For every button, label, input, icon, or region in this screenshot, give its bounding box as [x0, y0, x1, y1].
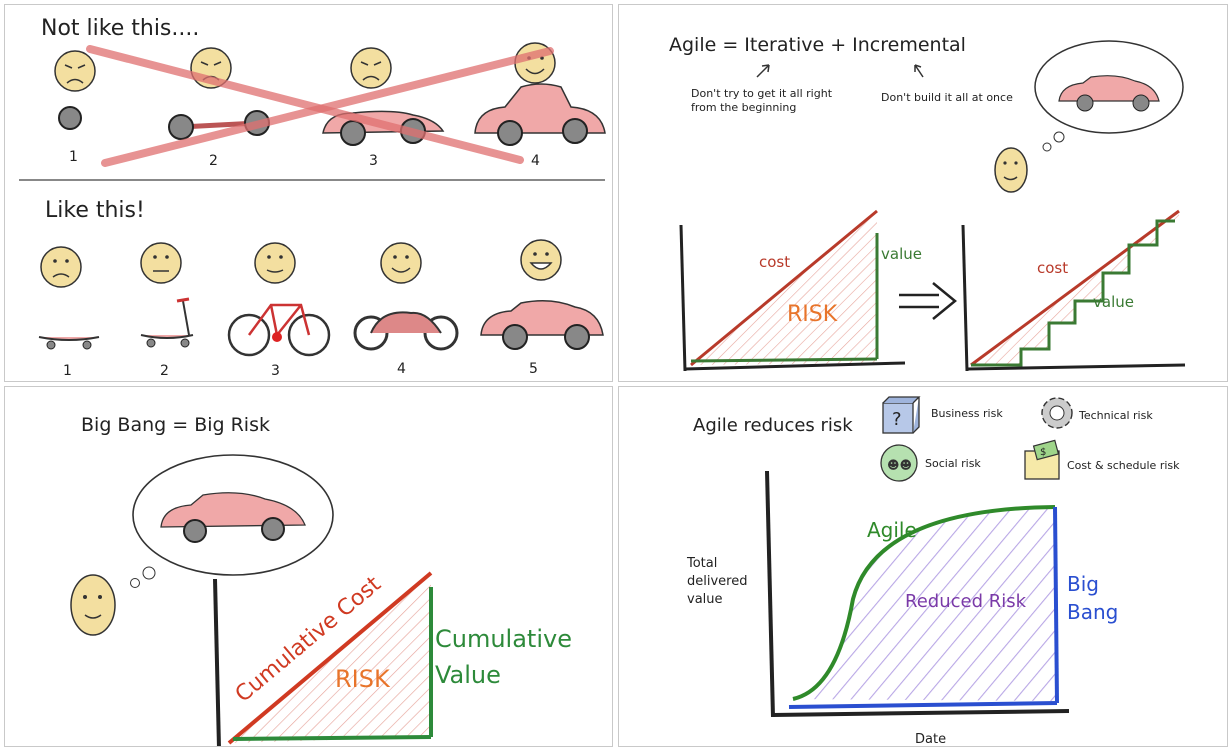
good-step-4: 4 [397, 361, 406, 377]
note-right: Don't build it all at once [881, 91, 1013, 104]
chart-agile [961, 209, 1186, 372]
legend-social: Social risk [925, 457, 981, 470]
face-angry-1 [54, 50, 96, 92]
good-step-3: 3 [271, 363, 280, 379]
bad-step-3: 3 [369, 153, 378, 169]
cost-label-2: cost [1037, 259, 1068, 277]
cost-line [690, 209, 878, 367]
cross-line-1 [86, 45, 524, 164]
cumulative-value-label-2: Value [435, 661, 501, 689]
risk-label-2: RISK [335, 665, 391, 693]
face-neutral-2 [254, 242, 296, 284]
bad-step-labels: 1 2 3 4 [69, 149, 540, 169]
bad-step-1: 1 [69, 149, 78, 165]
panel-agile-iterative: Agile = Iterative + Incremental Don't tr… [618, 4, 1228, 382]
good-step-2: 2 [160, 363, 169, 379]
cost-line-2 [970, 209, 1180, 367]
good-step-1: 1 [63, 363, 72, 379]
note-left-2: from the beginning [691, 101, 796, 114]
cumulative-cost-line [227, 571, 433, 745]
arrow-right-note [914, 64, 924, 78]
face-thinking [994, 147, 1028, 193]
svg-text:$: $ [1040, 447, 1046, 458]
value-staircase [971, 219, 1175, 367]
title-bad: Not like this.... [41, 16, 199, 41]
bigbang-vertical [1053, 506, 1059, 704]
business-risk-icon: ? [882, 396, 921, 434]
svg-text:☻☻: ☻☻ [887, 458, 912, 472]
panel-mvp-analogy: Not like this.... 1 2 3 4 Like this! 1 2… [4, 4, 613, 382]
risk-label: RISK [787, 302, 838, 327]
reduced-risk-label: Reduced Risk [905, 591, 1027, 612]
panel-big-bang-drawing: Big Bang = Big Risk Cumulative Cost Cumu… [70, 414, 572, 746]
legend-business: Business risk [931, 407, 1003, 420]
panel-big-bang: Big Bang = Big Risk Cumulative Cost Cumu… [4, 386, 613, 747]
legend-cost-schedule: Cost & schedule risk [1067, 459, 1180, 472]
value-label-2: value [1093, 293, 1134, 311]
calendar-money-icon: $ [1024, 439, 1060, 480]
legend-technical: Technical risk [1078, 409, 1153, 422]
bad-step-2: 2 [209, 153, 218, 169]
note-left-1: Don't try to get it all right [691, 87, 833, 100]
panel-reduces-risk-drawing: Agile reduces risk ? Business risk Techn… [686, 396, 1180, 747]
panel-agile-reduces-risk: Agile reduces risk ? Business risk Techn… [618, 386, 1228, 747]
value-line-bottom [690, 357, 878, 363]
arrow-left-note [756, 64, 770, 78]
skateboard [38, 336, 100, 350]
motorcycle [353, 311, 459, 351]
scooter [140, 297, 194, 348]
agile-curve [792, 505, 1056, 701]
chart-big-bang [213, 571, 433, 746]
agile-title: Agile = Iterative + Incremental [669, 34, 966, 56]
reduces-risk-title: Agile reduces risk [693, 415, 853, 436]
cost-label: cost [759, 253, 790, 271]
value-label: value [881, 245, 922, 263]
xlabel: Date [915, 732, 946, 747]
ylabel-1: Total [686, 556, 717, 571]
bigbang-bottom [788, 701, 1058, 709]
arrow-right [899, 282, 957, 320]
agile-label: Agile [867, 518, 917, 542]
convertible-car [480, 300, 604, 350]
bad-step-4: 4 [531, 153, 540, 169]
cumulative-value-bottom [232, 735, 432, 741]
face-thinking-2 [70, 574, 116, 636]
thought-bubble-2 [130, 454, 334, 588]
wheel-only [58, 106, 82, 130]
face-angry-3 [350, 47, 392, 89]
chart-reduces-risk [765, 470, 1070, 718]
bigbang-label-1: Big [1067, 572, 1099, 596]
ylabel-2: delivered [687, 574, 747, 589]
panel-agile-drawing: Agile = Iterative + Incremental Don't tr… [669, 34, 1186, 372]
title-good: Like this! [45, 198, 145, 223]
bigbang-title: Big Bang = Big Risk [81, 414, 270, 436]
bigbang-label-2: Bang [1067, 600, 1118, 624]
svg-text:?: ? [892, 409, 902, 430]
face-smile [380, 242, 422, 284]
face-neutral-1 [140, 242, 182, 284]
car-complete [474, 83, 606, 146]
good-step-5: 5 [529, 361, 538, 377]
people-icon: ☻☻ [880, 444, 918, 482]
chart-waterfall [679, 209, 906, 372]
good-step-labels: 1 2 3 4 5 [63, 361, 538, 379]
face-very-happy [520, 239, 562, 281]
ylabel-3: value [687, 592, 723, 607]
cumulative-value-label-1: Cumulative [435, 625, 572, 653]
panel-mvp-drawing: Not like this.... 1 2 3 4 Like this! 1 2… [19, 16, 606, 379]
gear-icon [1041, 397, 1073, 429]
cross-line-2 [101, 47, 554, 167]
thought-bubble [1034, 40, 1184, 152]
face-sad [40, 246, 82, 288]
bicycle [227, 303, 331, 357]
